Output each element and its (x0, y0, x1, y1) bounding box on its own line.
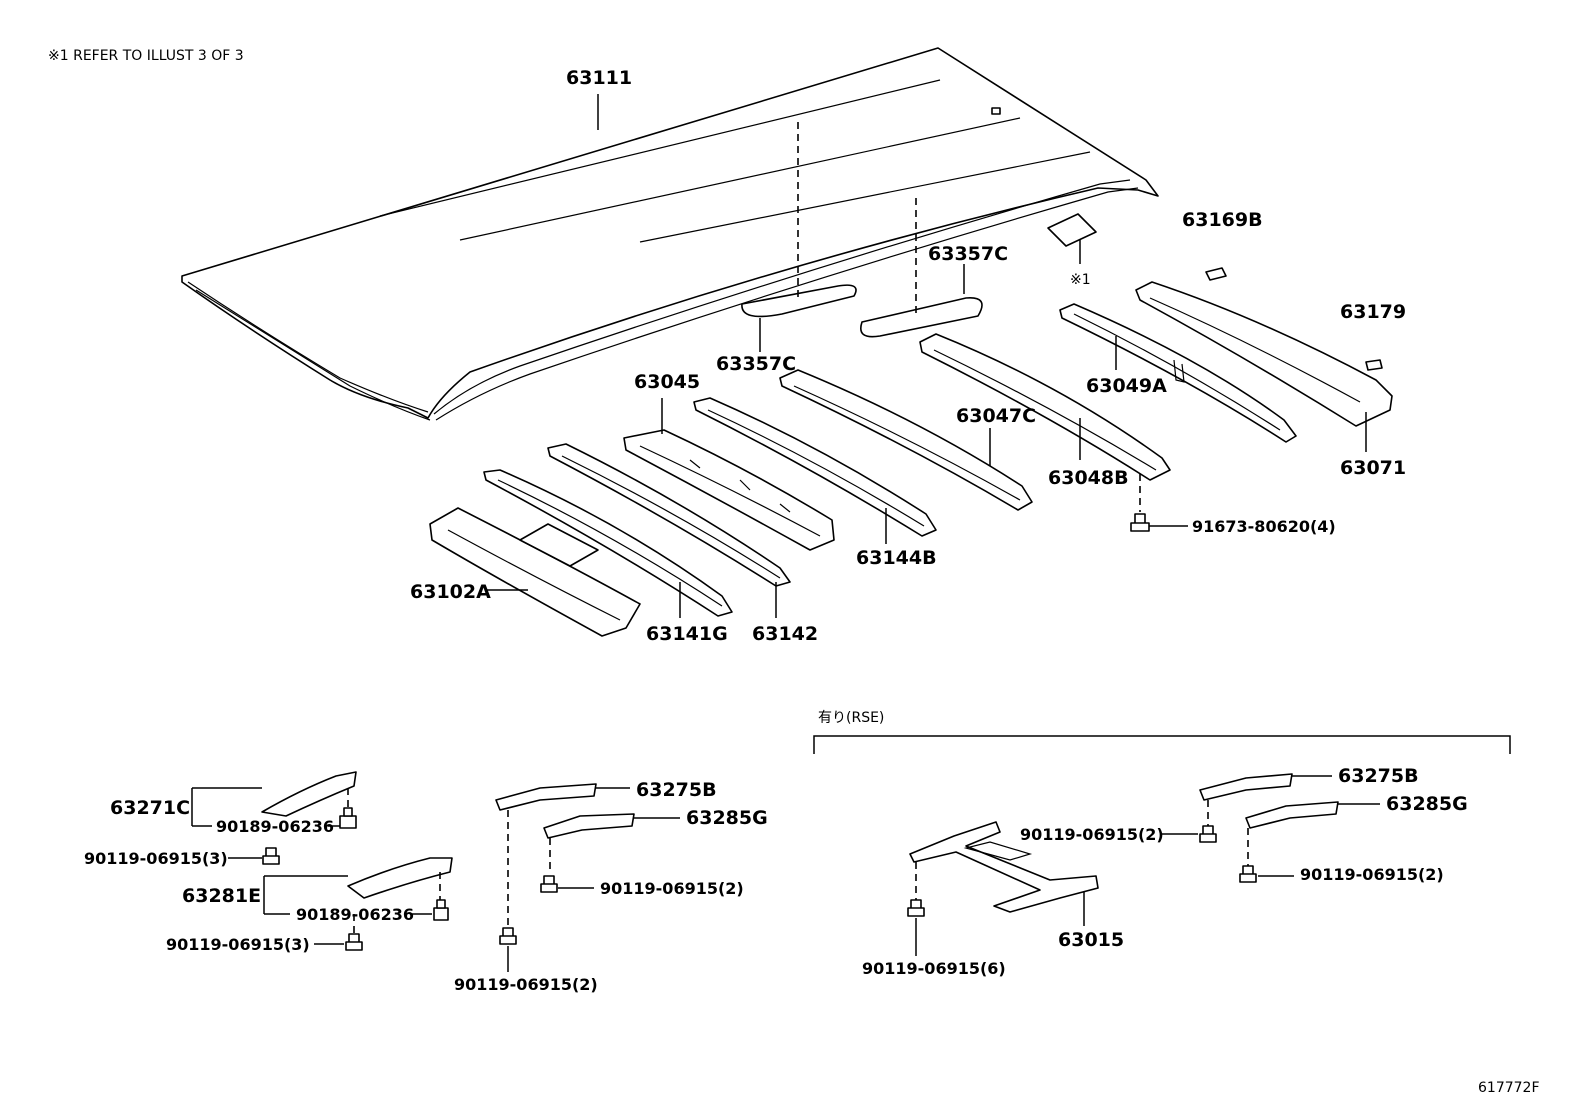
bolt-90119-2b[interactable] (499, 927, 517, 945)
label-63102a: 63102A (410, 581, 491, 603)
roof-panel-front-63102a[interactable] (429, 507, 641, 637)
option-label: 有り(RSE) (818, 710, 884, 726)
option-bracket (813, 735, 1511, 754)
label-63142: 63142 (752, 623, 818, 645)
roof-pad-right[interactable] (860, 297, 983, 338)
label-63047c: 63047C (956, 405, 1036, 427)
label-63285g-left: 63285G (686, 807, 768, 829)
roof-bow-63049a[interactable] (1059, 303, 1297, 443)
label-63169b: 63169B (1182, 209, 1263, 231)
label-90119-06915-2c: 90119-06915(2) (1020, 825, 1164, 844)
label-63141g: 63141G (646, 623, 728, 645)
bolt-90119-2c[interactable] (1199, 825, 1217, 843)
bolt-90119-6[interactable] (907, 899, 925, 917)
roof-bow-63048b[interactable] (919, 333, 1171, 481)
label-63179: 63179 (1340, 301, 1406, 323)
label-63048b: 63048B (1048, 467, 1129, 489)
label-63144b: 63144B (856, 547, 937, 569)
bracket-63275b-right[interactable] (1199, 773, 1293, 801)
pad-63169b[interactable] (1205, 267, 1227, 281)
refer-note: ※1 REFER TO ILLUST 3 OF 3 (48, 48, 244, 64)
label-91673-80620: 91673-80620(4) (1192, 517, 1336, 536)
bracket-63285g-right[interactable] (1245, 801, 1339, 829)
label-63285g-right: 63285G (1386, 793, 1468, 815)
bolt-90119-3a[interactable] (262, 847, 280, 865)
bracket-63281e[interactable] (347, 857, 453, 899)
label-63049a: 63049A (1086, 375, 1167, 397)
bolt-90119-2a[interactable] (540, 875, 558, 893)
roof-bow-63071[interactable] (1135, 281, 1393, 427)
label-90119-06915-2d: 90119-06915(2) (1300, 865, 1444, 884)
label-63275b-left: 63275B (636, 779, 717, 801)
label-90119-06915-6: 90119-06915(6) (862, 959, 1006, 978)
label-63045: 63045 (634, 371, 700, 393)
label-63111: 63111 (566, 67, 632, 89)
label-90119-06915-3a: 90119-06915(3) (84, 849, 228, 868)
nut-90189-b[interactable] (433, 899, 449, 921)
roof-bow-63045[interactable] (623, 429, 835, 551)
roof-bow-63141g[interactable] (483, 469, 733, 617)
bolt-91673[interactable] (1130, 513, 1150, 532)
roof-pad-left[interactable] (741, 284, 857, 318)
bracket-63015[interactable] (909, 821, 1099, 913)
bolt-90119-2d[interactable] (1239, 865, 1257, 883)
label-90189-06236-a: 90189-06236 (216, 817, 334, 836)
label-90189-06236-b: 90189-06236 (296, 905, 414, 924)
label-63071: 63071 (1340, 457, 1406, 479)
roof-bow-63144b[interactable] (693, 397, 937, 537)
pad-63179[interactable] (1365, 359, 1383, 371)
ref-mark: ※1 (1070, 272, 1091, 288)
bracket-63275b-left[interactable] (495, 783, 597, 811)
label-63281e: 63281E (182, 885, 261, 907)
label-63015: 63015 (1058, 929, 1124, 951)
illustration-id: 617772F (1478, 1080, 1540, 1096)
bracket-63271c[interactable] (261, 771, 357, 817)
label-63275b-right: 63275B (1338, 765, 1419, 787)
roof-bow-63047c[interactable] (779, 369, 1033, 511)
label-90119-06915-2a: 90119-06915(2) (600, 879, 744, 898)
bracket-63285g-left[interactable] (543, 813, 635, 839)
bolt-90119-3b[interactable] (345, 933, 363, 951)
label-63357c-left: 63357C (716, 353, 796, 375)
label-63271c: 63271C (110, 797, 190, 819)
ref-patch[interactable] (1047, 213, 1097, 247)
roof-bow-63142[interactable] (547, 443, 791, 587)
label-63357c-right: 63357C (928, 243, 1008, 265)
label-90119-06915-3b: 90119-06915(3) (166, 935, 310, 954)
roof-panel[interactable] (181, 47, 1159, 421)
label-90119-06915-2b: 90119-06915(2) (454, 975, 598, 994)
nut-90189-a[interactable] (339, 807, 357, 829)
